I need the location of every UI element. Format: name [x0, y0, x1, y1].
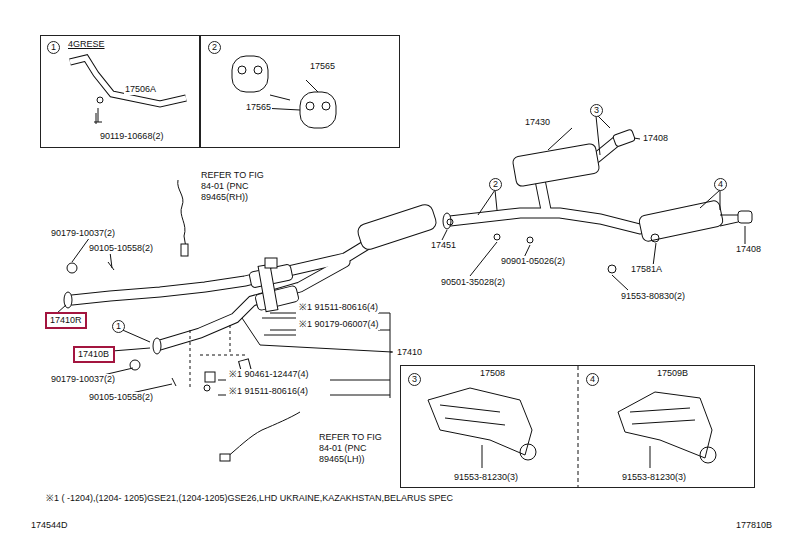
part-label: ※1 91511-80616(4) [228, 386, 309, 397]
part-label: 17430 [524, 117, 551, 128]
part-label: 91553-81230(3) [621, 472, 687, 483]
part-label: 17410 [396, 347, 423, 358]
callout-number: 3 [408, 373, 421, 386]
inset-panel: 3 17508 91553-81230(3) 4 17509B 91553-81230(3… [400, 365, 755, 488]
part-label: 17408 [642, 133, 669, 144]
callout-number: 4 [714, 178, 727, 191]
part-number-box: 17410R [45, 312, 87, 329]
part-label: 90179-10037(2) [50, 228, 116, 239]
part-label: 17509B [656, 368, 689, 379]
part-label: 17565 [245, 102, 272, 113]
callout-number: 1 [112, 320, 125, 333]
inset-panel: 1 4GRESE 17506A 90119-10668(2) [40, 35, 200, 148]
part-label: 17581A [630, 264, 663, 275]
part-label: 90901-05026(2) [500, 256, 566, 267]
part-label: 90105-10558(2) [88, 243, 154, 254]
reference-note: REFER TO FIG 84-01 (PNC 89465(LH)) [318, 432, 398, 465]
part-number-box: 17410B [73, 346, 115, 363]
part-label: 90501-35028(2) [440, 277, 506, 288]
part-label: 17508 [479, 368, 506, 379]
part-label: 90105-10558(2) [88, 392, 154, 403]
part-label: 17408 [735, 244, 762, 255]
part-label: 17410B [78, 349, 110, 360]
part-label: 90179-10037(2) [50, 374, 116, 385]
reference-note: REFER TO FIG 84-01 (PNC 89465(RH)) [200, 170, 280, 203]
part-label: ※1 ( -1204),(1204- 1205)GSE21,(1204-1205… [45, 493, 454, 504]
callout-number: 2 [208, 41, 221, 54]
part-label: ※1 91511-80616(4) [298, 302, 379, 313]
part-label: 17506A [124, 84, 157, 95]
part-label: ※1 90179-06007(4) [298, 319, 380, 330]
part-label: 17410R [50, 315, 82, 326]
part-label: ※1 90461-12447(4) [228, 369, 310, 380]
callout-number: 2 [489, 178, 502, 191]
part-label: 90119-10668(2) [99, 131, 164, 142]
callout-number: 1 [47, 41, 60, 54]
part-label: 174544D [30, 520, 69, 531]
part-label: 91553-81230(3) [453, 472, 519, 483]
part-label: 91553-80830(2) [620, 291, 686, 302]
part-label: 4GRESE [67, 39, 106, 50]
part-label: 17451 [430, 240, 457, 251]
callout-number: 3 [590, 104, 603, 117]
inset-panel: 2 17565 17565 [200, 35, 400, 148]
part-label: 177810B [735, 520, 773, 531]
part-label: 17565 [309, 61, 336, 72]
callout-number: 4 [586, 373, 599, 386]
